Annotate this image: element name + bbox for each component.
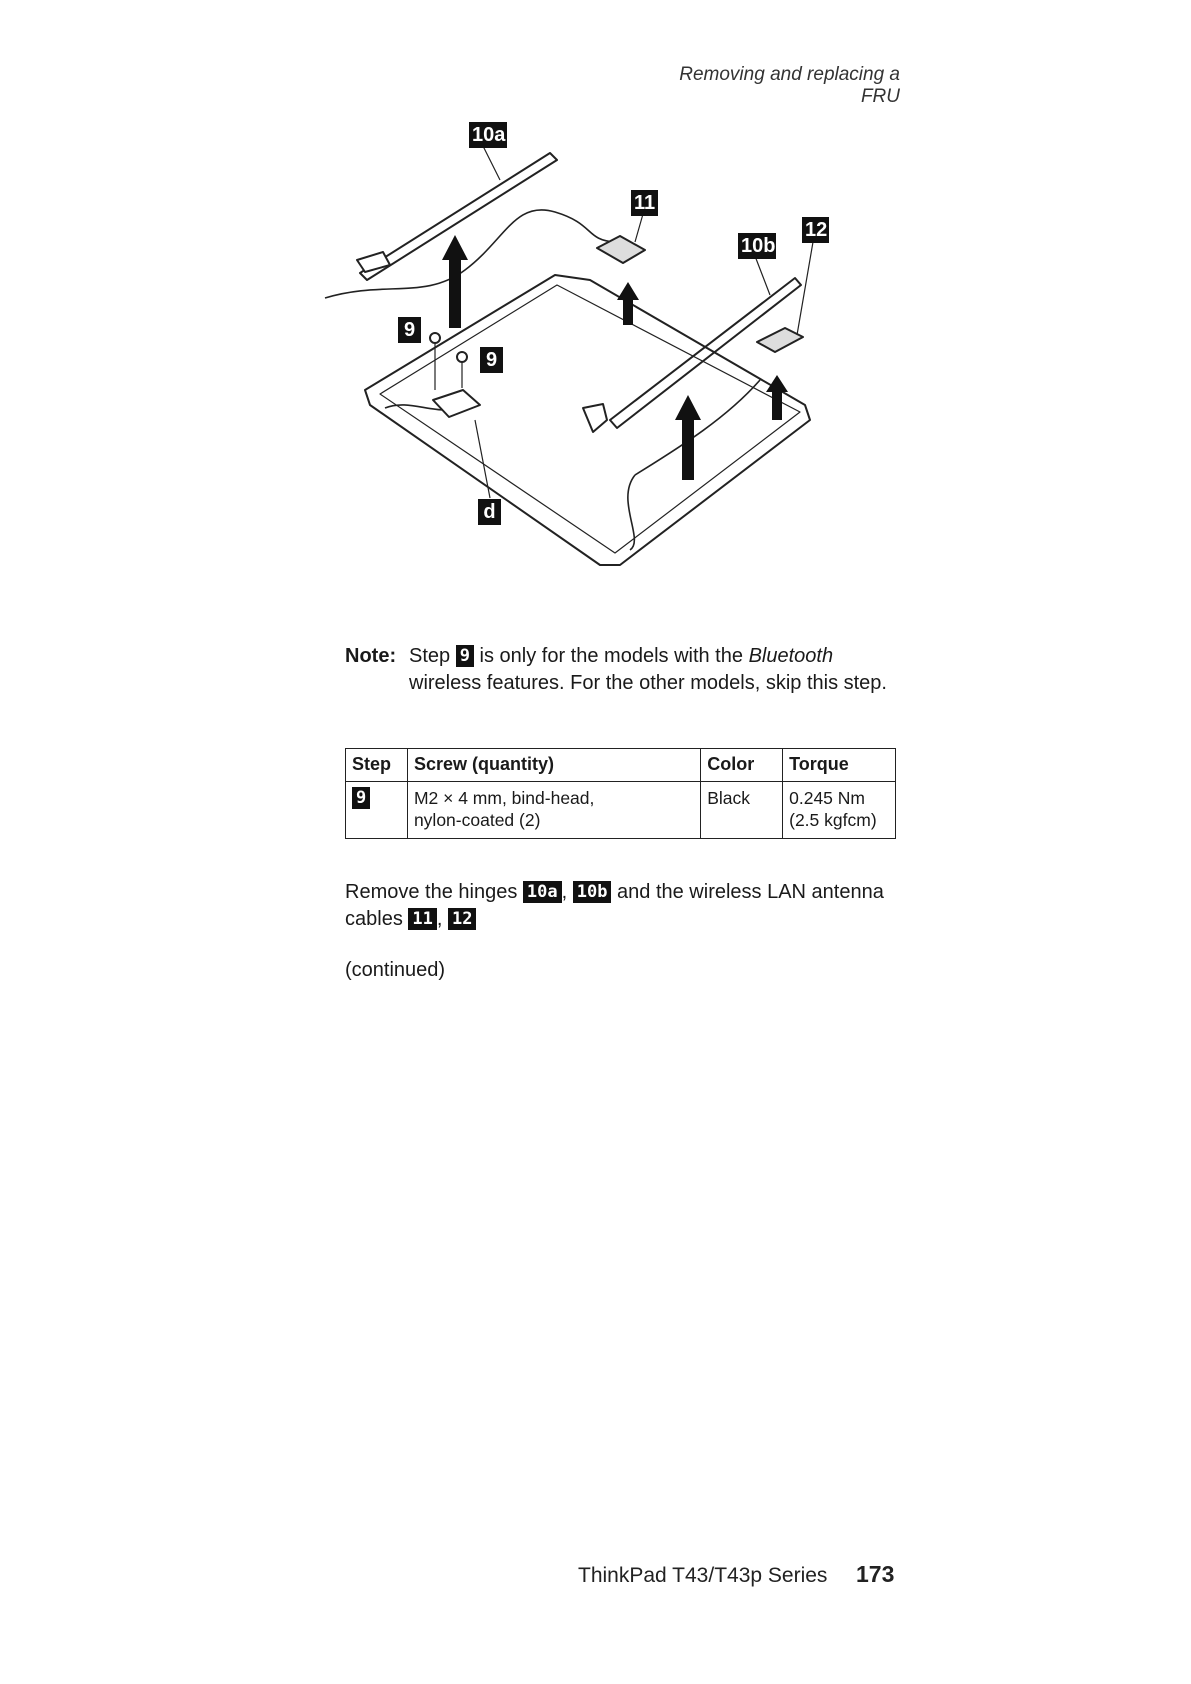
table-header-color: Color [700,748,784,782]
lcd-cover-inner-edge [379,284,801,554]
table-cell-step: 9 [345,781,408,839]
callout-10a: 10a [469,122,507,148]
antenna-cable-right [627,379,761,551]
continued-label: (continued) [345,959,446,981]
table-header-screw: Screw (quantity) [406,748,702,782]
note-text-3: wireless features. For the other models,… [409,672,887,694]
table-cell-color: Black [700,781,784,839]
antenna-12 [756,327,804,353]
table-cell-screw: M2 × 4 mm, bind-head,nylon-coated (2) [406,781,702,839]
table-torque-line2: (2.5 kgfcm) [789,810,877,830]
callout-d: d [478,499,501,525]
note-text-1: Step [409,645,451,667]
note-body: Step 9 is only for the models with the B… [409,643,889,697]
antenna-cable-lower [384,404,446,411]
callout-11: 11 [631,190,658,216]
leader-lines [474,145,814,499]
screw-9b [456,351,468,363]
note-emphasis: Bluetooth [748,645,834,667]
screw-table: Step Screw (quantity) Color Torque 9 M2 … [345,748,896,839]
arrow-lift-3 [675,395,701,480]
screw-guide-lines [434,342,463,390]
lift-arrows [442,235,788,480]
table-cell-torque: 0.245 Nm(2.5 kgfcm) [782,781,896,839]
arrow-lift-2 [617,282,639,325]
bracket-d [432,389,481,418]
instruction-text: Remove the hinges 10a, 10b and the wirel… [345,879,905,933]
arrow-lift-4 [766,375,788,420]
arrow-lift-1 [442,235,468,328]
table-screw-line2: nylon-coated (2) [413,810,541,830]
illustration-drawing [324,145,814,566]
note-label: Note: [345,645,397,667]
callout-9-left: 9 [398,317,421,343]
callout-9-right: 9 [480,347,503,373]
table-row: 9 M2 × 4 mm, bind-head,nylon-coated (2) … [345,781,896,839]
table-header-torque: Torque [782,748,896,782]
hinge-10a [359,152,558,281]
callout-12: 12 [802,217,829,243]
note-step-ref: 9 [455,645,474,667]
table-torque-line1: 0.245 Nm [789,788,865,808]
instruction-text-1: Remove the hinges [345,881,518,903]
hinge-10b [609,277,802,429]
antenna-cable-left [324,209,616,299]
hinge-10b-bracket [582,403,608,433]
lcd-cover-outline [364,274,811,566]
instruction-text-2: and the wireless LAN antenna cables [345,881,884,930]
exploded-view-illustration: 10a 11 10b 12 9 9 d [324,120,905,625]
ref-10b: 10b [572,881,612,903]
ref-12: 12 [447,908,477,930]
instruction-sep-1: , [561,881,568,903]
table-step-ref: 9 [352,787,371,809]
callout-10b: 10b [738,233,776,259]
footer-title: ThinkPad T43/T43p Series [578,1564,828,1587]
antenna-11 [596,235,646,264]
running-header: Removing and replacing a FRU [679,64,900,107]
page-number: 173 [856,1561,895,1587]
instruction-sep-2: , [436,908,443,930]
table-header-step: Step [345,748,408,782]
ref-10a: 10a [522,881,562,903]
hinge-10a-bracket [356,251,391,273]
screw-9a [429,332,441,344]
note-text-2: is only for the models with the [479,645,743,667]
table-header-row: Step Screw (quantity) Color Torque [345,748,896,782]
ref-11: 11 [408,908,437,930]
table-screw-line1: M2 × 4 mm, bind-head, [413,788,595,808]
